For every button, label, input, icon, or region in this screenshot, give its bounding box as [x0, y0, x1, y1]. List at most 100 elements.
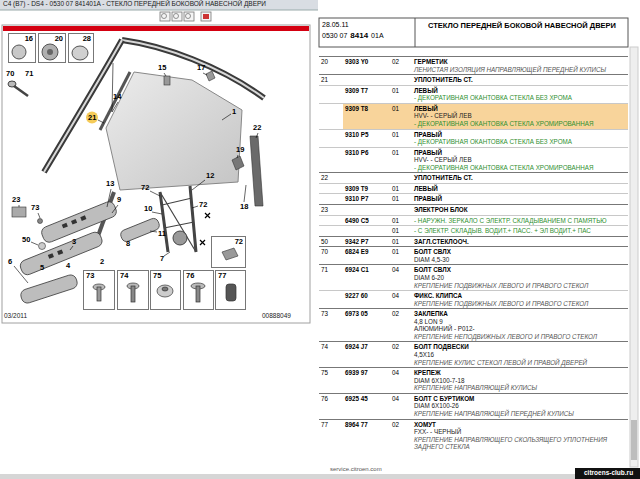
- reference-number: 76: [321, 395, 328, 402]
- leader-line: [38, 213, 40, 218]
- fixing-button: [157, 285, 173, 297]
- switch-panel: [40, 200, 118, 244]
- switch-button: [62, 223, 68, 229]
- zoom-icon: [162, 14, 167, 19]
- table-cell: 02: [390, 342, 412, 368]
- scrollbar-thumb: [631, 420, 637, 460]
- toolbar-icons: [160, 12, 211, 21]
- table-cell: 9342 P7: [343, 236, 390, 247]
- callout-number: 11: [158, 230, 166, 238]
- window-regulator: [160, 186, 196, 252]
- description-line: КРЕПЛЕНИЕ НАПРАВЛЯЮЩЕЙ ПЕРЕДНЕЙ КУЛИСЫ: [414, 410, 626, 418]
- table-cell: [343, 173, 390, 184]
- callout-number: 18: [240, 203, 248, 211]
- table-row: 9309 T901ЛЕВЫЙ: [319, 183, 628, 194]
- parts-table: 209303 Y002ГЕРМЕТИКЛЕНИСТАЯ ИЗОЛЯЦИЯ НАП…: [319, 56, 628, 452]
- highlight-marker: [86, 112, 98, 124]
- callout-number: 70: [6, 70, 14, 78]
- inset-tile: 77: [215, 270, 246, 310]
- table-cell: 01: [390, 215, 412, 226]
- description-line: УПЛОТНИТЕЛЬ СТ.: [414, 76, 626, 84]
- callout-number: 73: [86, 272, 94, 280]
- part-number: 6924 C1: [345, 266, 369, 273]
- clamp-part: [226, 284, 236, 301]
- part-number: 6925 45: [345, 395, 368, 402]
- description-cell: - С ЭЛЕКТР. СКЛАДЫВ. ВОДИТ.+ ПАСС. + ЭЛ …: [412, 226, 628, 237]
- reference-number: 70: [321, 248, 328, 255]
- table-row: 778964 7702ХОМУТFXX- - ЧЕРНЫЙКРЕПЛЕНИЕ Н…: [319, 419, 628, 452]
- part-number: 9309 T7: [345, 87, 368, 94]
- callout-number: 74: [120, 272, 128, 280]
- description-line: ЗАКЛЕПКА: [414, 310, 626, 318]
- description-line: - ДЕКОРАТИВНАЯ ОКАНТОВКА СТЕКЛА ХРОМИРОВ…: [414, 164, 626, 172]
- table-cell: 6924 J7: [343, 342, 390, 368]
- description-cell: УПЛОТНИТЕЛЬ СТ.: [412, 173, 628, 184]
- table-cell: [343, 75, 390, 86]
- table-row: 9310 P501ПРАВЫЙ- ДЕКОРАТИВНАЯ ОКАНТОВКА …: [319, 129, 628, 147]
- table-row: 756939 9704КРЕПЕЖDIAM 6X100-7-18КРЕПЛЕНИ…: [319, 368, 628, 394]
- description-line: ХОМУТ: [414, 421, 626, 429]
- leader-line: [222, 114, 231, 120]
- window-title: C4 (B7) - DS4 - 0530 07 841401A - СТЕКЛО…: [3, 1, 266, 8]
- description-cell: ЛЕВЫЙ- ДЕКОРАТИВНАЯ ОКАНТОВКА СТЕКЛА БЕЗ…: [412, 85, 628, 103]
- description-line: БОЛТ С БУРТИКОМ: [414, 395, 626, 403]
- description-line: DIAM 6-20: [414, 274, 626, 282]
- description-line: - ДЕКОРАТИВНАЯ ОКАНТОВКА СТЕКЛА БЕЗ ХРОМ…: [414, 94, 626, 102]
- description-line: - НАРУЖН. ЗЕРКАЛО С ЭЛЕКТР. СКЛАДЫВАНИЕМ…: [414, 217, 626, 225]
- description-line: КРЕПЕЖ: [414, 369, 626, 377]
- plug-part: [42, 44, 58, 60]
- table-row: 209303 Y002ГЕРМЕТИКЛЕНИСТАЯ ИЗОЛЯЦИЯ НАП…: [319, 57, 628, 75]
- table-cell: 9309 T7: [343, 85, 390, 103]
- leader-line: [256, 133, 258, 138]
- part-number: 6939 97: [345, 369, 368, 376]
- switch-buttons: [48, 215, 87, 259]
- description-line: ЛЕВЫЙ: [414, 105, 626, 113]
- description-cell: УПЛОТНИТЕЛЬ СТ.: [412, 75, 628, 86]
- callout-number: 15: [158, 64, 166, 72]
- leader-line: [244, 185, 246, 202]
- table-cell: 75: [319, 368, 343, 394]
- description-cell: ЛЕВЫЙHVV- - СЕРЫЙ ЛЕВ- ДЕКОРАТИВНАЯ ОКАН…: [412, 103, 628, 129]
- watermark: citroens-club.ru: [584, 470, 633, 477]
- table-row: 21УПЛОТНИТЕЛЬ СТ.: [319, 75, 628, 86]
- table-cell: 9227 60: [343, 291, 390, 309]
- table-cell: 23: [319, 205, 343, 216]
- leader-line: [164, 73, 166, 76]
- header-divider: [415, 18, 416, 47]
- switch-panel: [119, 217, 161, 243]
- switch-button: [57, 249, 63, 255]
- bracket-part: [232, 156, 244, 170]
- control-unit: [12, 207, 26, 217]
- description-line: БОЛТ СВЛХ: [414, 266, 626, 274]
- quantity: 01: [392, 87, 399, 94]
- part-number: 6824 E9: [345, 248, 368, 255]
- header-reference: 0530 07841401A: [322, 32, 387, 40]
- callout-number: 20: [55, 35, 63, 43]
- leader-line: [150, 191, 160, 196]
- description-line: - ДЕКОРАТИВНАЯ ОКАНТОВКА СТЕКЛА ХРОМИРОВ…: [414, 120, 626, 128]
- callout-number: 16: [25, 35, 33, 43]
- quantity: 01: [392, 195, 399, 202]
- table-row: 706824 E901БОЛТ СВЛХDIAM 4,5-30: [319, 247, 628, 265]
- table-cell: 01: [390, 236, 412, 247]
- leader-lines: [14, 63, 258, 283]
- description-line: БОЛТ СВЛХ: [414, 248, 626, 256]
- title-bar-edge: [0, 10, 318, 11]
- description-cell: ЛЕВЫЙ: [412, 183, 628, 194]
- regulator-rail: [190, 186, 196, 252]
- callout-number: 5: [40, 264, 44, 272]
- source-site: service.citroen.com: [330, 466, 382, 472]
- callout-number: 22: [253, 124, 261, 132]
- reference-part: 8414: [350, 31, 368, 40]
- callout-number: 10: [144, 205, 152, 213]
- description-line: ПРАВЫЙ: [414, 195, 626, 203]
- description-line: АЛЮМИНИЙ - P012-: [414, 325, 626, 333]
- table-cell: 04: [390, 368, 412, 394]
- regulator-motor: [173, 231, 187, 245]
- red-header-band: [3, 26, 309, 31]
- description-cell: ХОМУТFXX- - ЧЕРНЫЙКРЕПЛЕНИЕ НАПРАВЛЯЮЩЕГ…: [412, 419, 628, 452]
- reference-number: 20: [321, 58, 328, 65]
- description-cell: ПРАВЫЙ- ДЕКОРАТИВНАЯ ОКАНТОВКА СТЕКЛА БЕ…: [412, 129, 628, 147]
- callout-number: 7: [160, 255, 164, 263]
- description-line: HVV- - СЕРЫЙ ЛЕВ: [414, 156, 626, 164]
